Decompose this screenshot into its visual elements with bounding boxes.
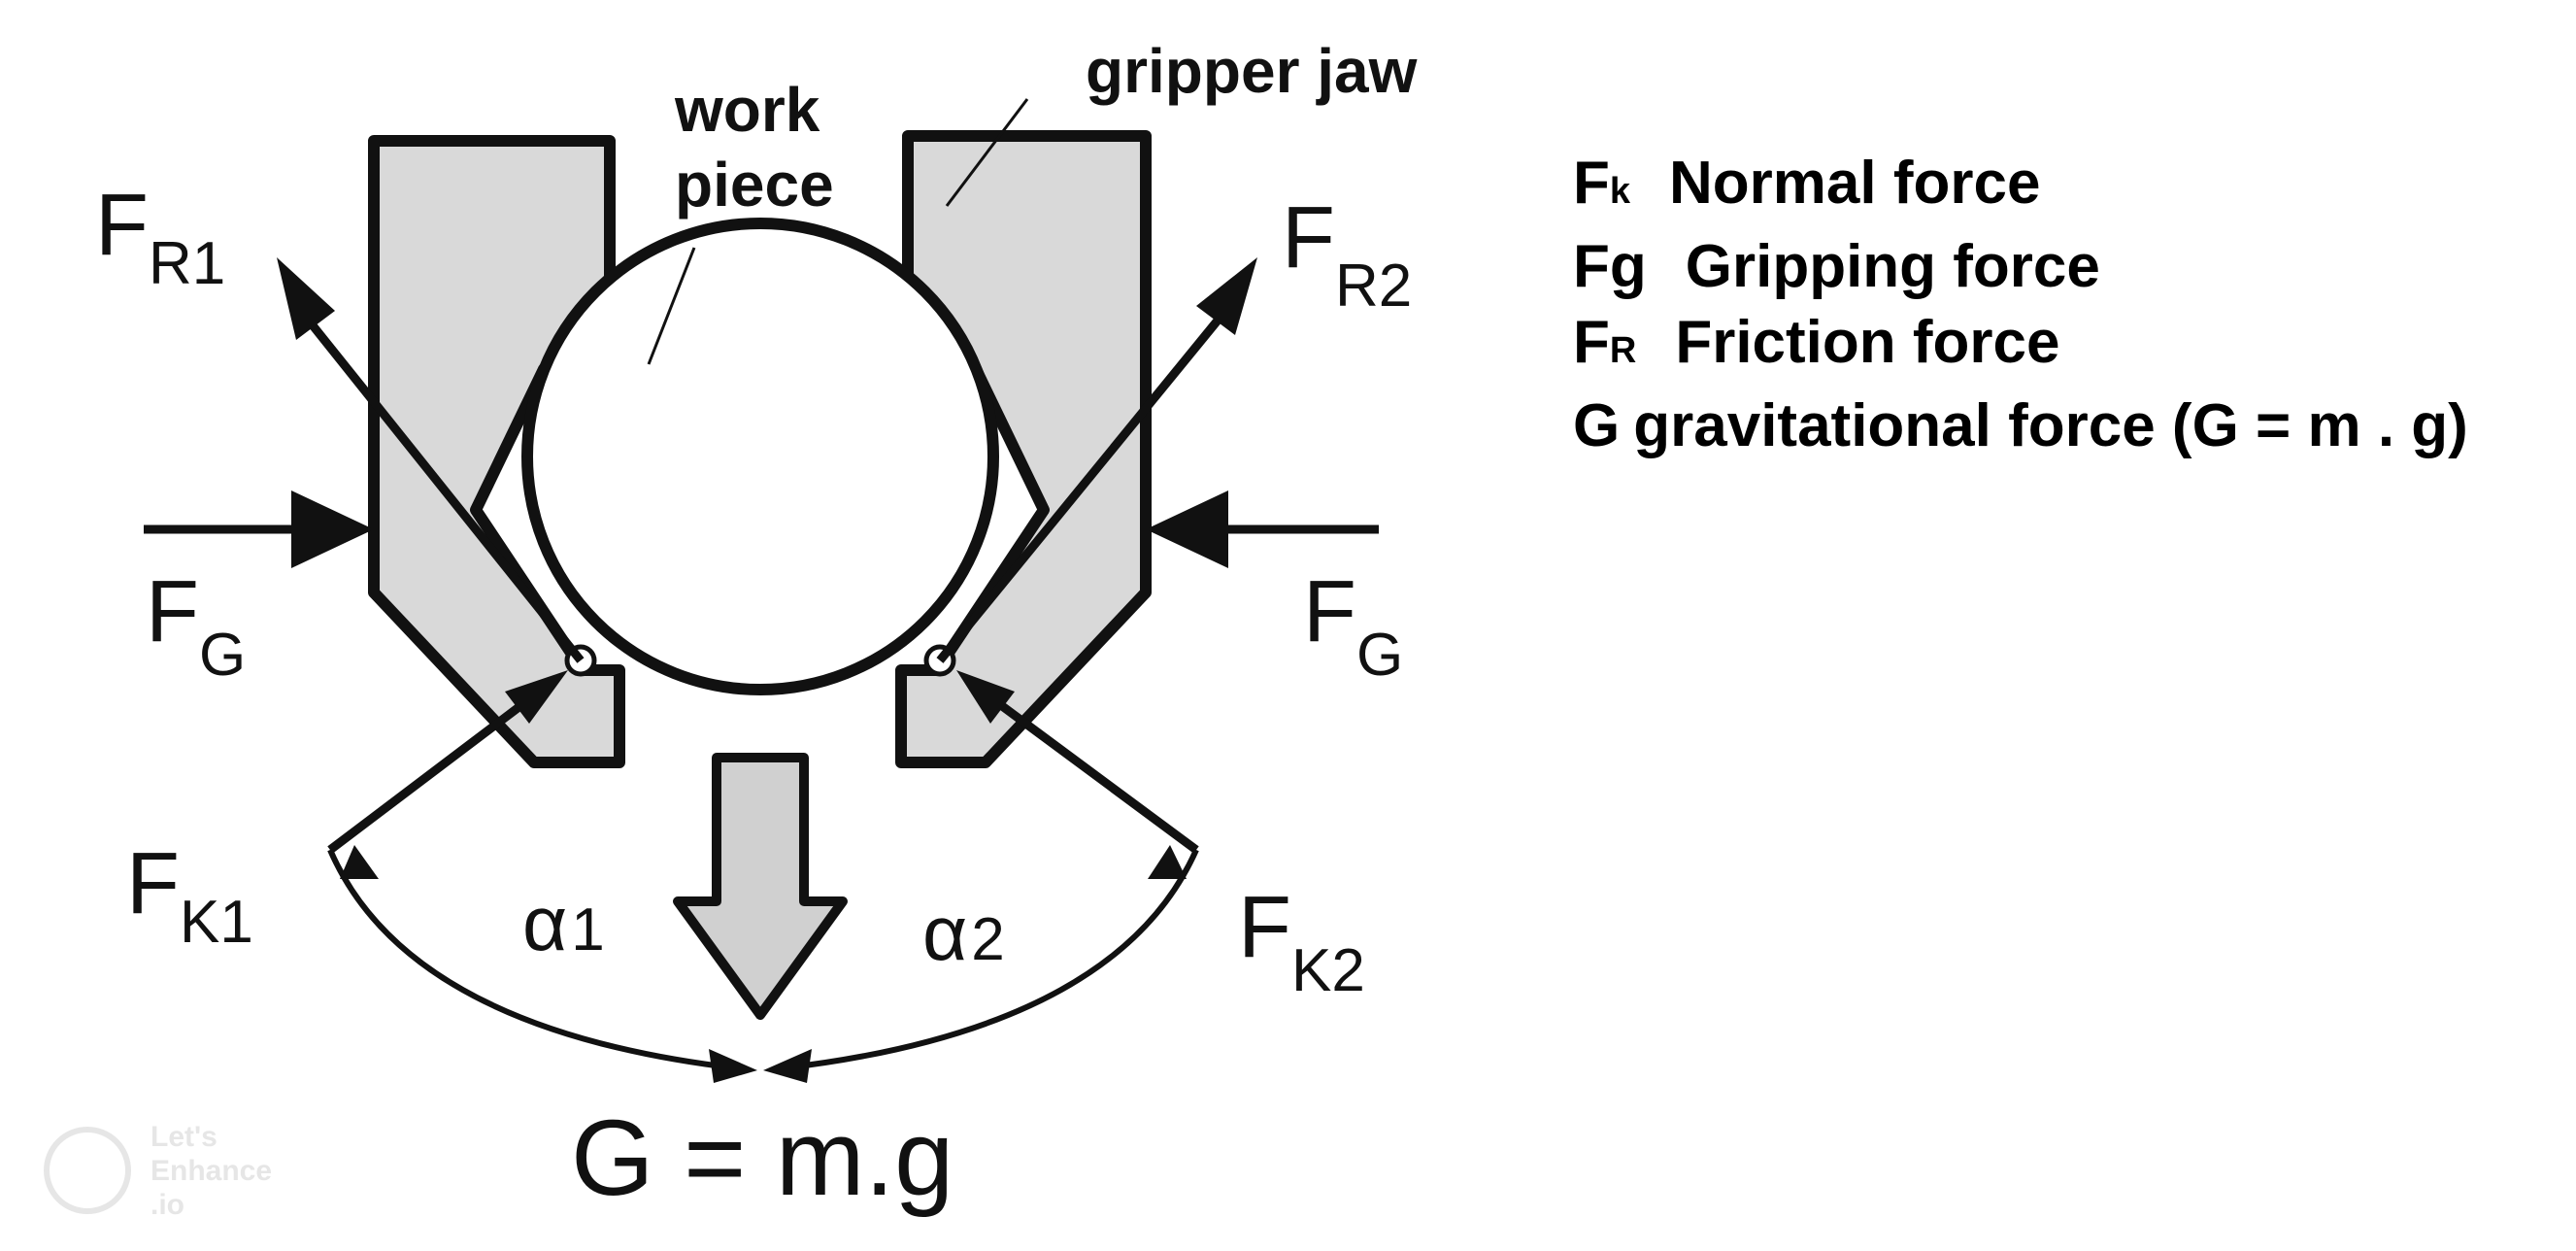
work-piece-label-line2: piece [675,150,834,220]
gripping-force-right-arrow [1146,490,1379,568]
gripping-force-left-arrow [144,490,374,568]
svg-text:Let's: Let's [151,1121,217,1153]
legend-symbol: G [1573,392,1621,459]
work-piece-label-line1: work [674,75,820,145]
legend-description: gravitational force (G = m . g) [1633,392,2468,459]
angle-alpha1-arc [327,845,757,1083]
angle-alpha2-arc [763,845,1199,1083]
svg-text:Enhance: Enhance [151,1155,272,1187]
legend-symbol: Fk [1573,150,1631,217]
gripping-force-right-label: FG [1303,563,1403,689]
angle-alpha1-label: α1 [522,880,605,966]
legend-row-normal-force: Fk Normal force [1573,146,2468,229]
force-legend: Fk Normal force Fg Gripping force FR Fricti… [1573,146,2468,464]
gravity-arrow [673,753,848,1020]
friction-force-left-arrow [277,257,585,663]
legend-row-gripping-force: Fg Gripping force [1573,229,2468,305]
svg-text:.io: .io [151,1189,184,1221]
normal-force-right-arrow [956,670,1199,854]
watermark-logo: Let's Enhance .io [44,1121,272,1221]
work-piece-pointer-line [647,247,696,365]
legend-description: Gripping force [1685,233,2100,300]
gripper-jaw-pointer-line [945,98,1029,207]
friction-force-r1-label: FR1 [95,177,225,297]
work-piece-circle [521,218,999,695]
gripper-jaw-label: gripper jaw [1086,36,1418,106]
legend-description: Normal force [1669,150,2041,217]
normal-force-k2-label: FK2 [1238,879,1365,1004]
legend-symbol: Fg [1573,233,1647,300]
legend-row-friction-force: FR Friction force [1573,305,2468,389]
legend-description: Friction force [1675,309,2060,376]
gripping-force-left-label: FG [146,563,246,689]
friction-force-r2-label: FR2 [1282,189,1412,320]
gravity-equation-label: G = m.g [571,1099,953,1218]
normal-force-left-arrow [327,670,568,854]
normal-force-k1-label: FK1 [126,835,253,956]
friction-force-right-arrow [936,257,1257,663]
legend-symbol: FR [1573,309,1637,376]
angle-alpha2-label: α2 [922,890,1005,976]
